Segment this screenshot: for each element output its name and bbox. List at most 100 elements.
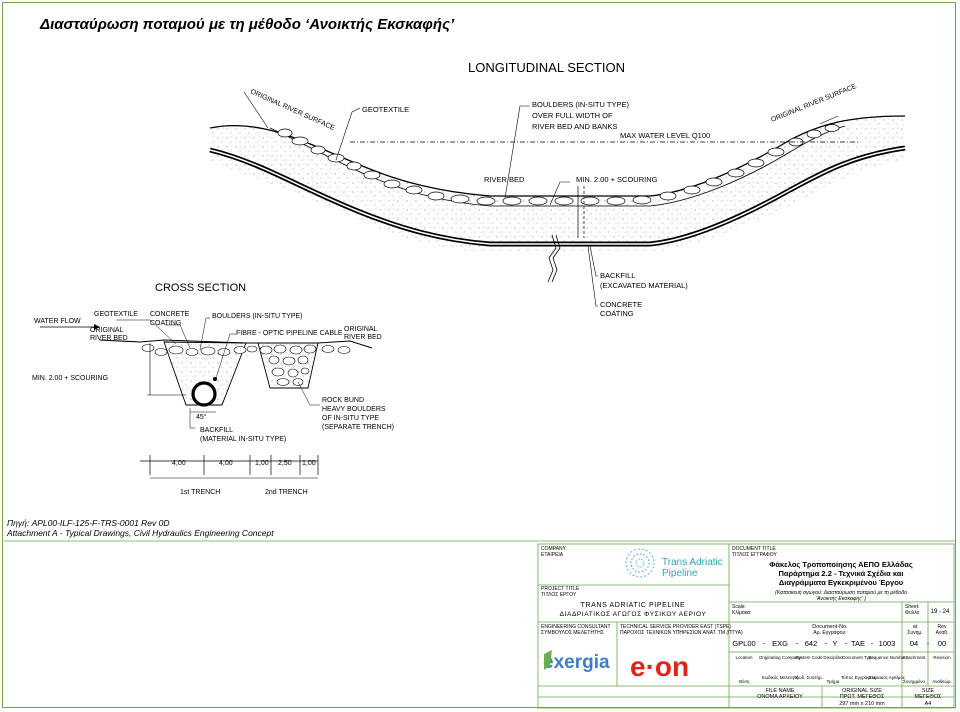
hdr-location: Location — [735, 655, 753, 660]
cross-heading: CROSS SECTION — [155, 282, 246, 294]
att-gr: Συνημ. — [907, 630, 922, 636]
hdr-sequence: Sequence Number — [868, 655, 906, 660]
min-scour-label: MIN. 2.00 + SCOURING — [576, 175, 658, 184]
cross-orig-right-1: ORIGINAL — [344, 326, 378, 333]
sheet-en: Sheet: — [905, 604, 919, 610]
project-label-en: PROJECT TITLE — [541, 586, 580, 592]
scale-gr: Κλίμακα: — [732, 610, 751, 616]
cross-geotextile-label: GEOTEXTILE — [94, 311, 138, 318]
cross-backfill-label-1: BACKFILL — [200, 427, 233, 434]
hdr-gr-system: Κωδ. Συστήμ. — [795, 674, 823, 680]
source-line-1: Πηγή: APL00-ILF-125-F-TRS-0001 Rev 0D — [7, 518, 170, 528]
doc-title-2: Παράρτημα 2.2 - Τεχνικά Σχέδια και — [779, 569, 904, 578]
project-title-1: TRANS ADRIATIC PIPELINE — [581, 602, 686, 609]
orig-size-en: ORIGINAL SIZE — [842, 688, 882, 694]
longitudinal-boulders — [277, 124, 840, 206]
river-bed-label: RIVER BED — [484, 175, 525, 184]
code-company: EXG — [772, 639, 788, 648]
fibre-cable-label: FIBRE - OPTIC PIPELINE CABLE — [236, 330, 343, 337]
sheet-gr: Φύλλο — [905, 609, 920, 616]
size-value: A4 — [925, 701, 932, 707]
cross-orig-left-1: ORIGINAL — [90, 327, 124, 334]
code-location: GPL00 — [732, 639, 755, 648]
boulders-label-3: RIVER BED AND BANKS — [532, 122, 617, 131]
dim-4: 2,50 — [278, 460, 292, 467]
rock-bund-label-1: ROCK BUND — [322, 397, 364, 404]
hdr-gr-location: Θέση — [739, 678, 750, 684]
code-sep-5: - — [871, 639, 874, 648]
hdr-gr-company: Κωδικός Μελετητή — [762, 674, 799, 680]
backfill-label-1: BACKFILL — [600, 271, 635, 280]
docno-en: Document-No. — [812, 624, 848, 630]
cross-orig-right-2: RIVER BED — [344, 334, 382, 341]
concrete-label-1: CONCRETE — [600, 300, 642, 309]
code-sep-3: - — [825, 639, 828, 648]
eng-consultant-en: ENGINEERING CONSULTANT — [541, 624, 611, 630]
hdr-company: Originating Company — [759, 655, 802, 660]
cross-concrete-label-2: COATING — [150, 320, 181, 327]
code-sep-2: - — [796, 639, 799, 648]
doc-title-1: Φάκελος Τροποποίησης ΑΕΠΟ Ελλάδας — [769, 560, 913, 569]
attachment-value: 04 — [910, 639, 918, 648]
dim-5: 1,00 — [302, 460, 316, 467]
code-system: 642 — [805, 639, 818, 648]
exergia-mark-icon — [544, 650, 552, 670]
hdr-attachment: Attachment — [903, 655, 927, 660]
boulders-label-1: BOULDERS (IN-SITU TYPE) — [532, 100, 629, 109]
rev-en: Rev — [938, 624, 947, 630]
cross-boulders-label: BOULDERS (IN-SITU TYPE) — [212, 313, 303, 320]
trench-1 — [163, 341, 247, 406]
doc-title-5: 'Ανοικτής Εκσκαφής' ) — [816, 595, 866, 602]
orig-size-gr: ΠΡΩΤ. ΜΕΓΕΘΟΣ — [840, 694, 885, 700]
water-flow-label: WATER FLOW — [34, 318, 81, 325]
dim-3: 1,00 — [255, 460, 269, 467]
backfill-label-2: (EXCAVATED MATERIAL) — [600, 281, 688, 290]
company-label-en: COMPANY — [541, 546, 567, 552]
code-discipline: Y — [832, 639, 837, 648]
doc-code-row: GPL00 - EXG - 642 - Y - TAE - 1003 04 - … — [732, 639, 946, 648]
docno-gr: Αρ. Εγγράφου: — [813, 629, 846, 636]
cross-pipe — [191, 381, 217, 407]
company-label-gr: ΕΤΑΙΡΕΙΑ — [541, 552, 564, 558]
doc-title-3: Διαγράμματα Εγκεκριμένου Έργου — [779, 578, 904, 587]
hdr-system: System Code — [795, 655, 823, 660]
size-en: SIZE — [922, 688, 935, 694]
rock-bund-label-3: OF IN-SITU TYPE — [322, 415, 379, 422]
orig-size-value: 297 mm x 210 mm — [839, 701, 885, 707]
project-title-2: ΔΙΑΔΡΙΑΤΙΚΟΣ ΑΓΩΓΟΣ ΦΥΣΙΚΟΥ ΑΕΡΙΟΥ — [560, 611, 707, 618]
cross-boulders — [141, 344, 351, 386]
scale-en: Scale: — [732, 604, 746, 610]
sheet-value: 19 - 24 — [931, 609, 950, 615]
code-sep-6: - — [927, 639, 930, 648]
code-sep-4: - — [845, 639, 848, 648]
code-sequence: 1003 — [879, 639, 896, 648]
size-gr: ΜΕΓΕΘΟΣ — [915, 694, 943, 700]
dim-1: 4,00 — [172, 460, 186, 467]
code-sep-1: - — [763, 639, 766, 648]
tap-name-1: Trans Adriatic — [662, 557, 723, 568]
geotextile-label: GEOTEXTILE — [362, 105, 409, 114]
tap-logo-icon — [625, 548, 655, 578]
doc-code-headers: Location Originating Company System Code… — [735, 655, 951, 684]
longitudinal-heading: LONGITUDINAL SECTION — [468, 60, 625, 75]
hdr-gr-sequence: Σειριακός Αριθμός — [869, 674, 906, 680]
hdr-gr-revision: Αναθεώρ. — [932, 678, 952, 684]
cross-orig-left-2: RIVER BED — [90, 335, 128, 342]
tech-provider-en: TECHNICAL SERVICE PROVIDER EAST (TSPE) — [620, 624, 731, 630]
source-line-2: Attachment A - Typical Drawings, Civil H… — [7, 528, 274, 538]
rev-gr: Αναθ. — [936, 630, 949, 636]
cross-concrete-label-1: CONCRETE — [150, 311, 190, 318]
eon-logo: e·on — [630, 651, 689, 682]
rock-bund-label-4: (SEPARATE TRENCH) — [322, 424, 394, 431]
concrete-label-2: COATING — [600, 309, 634, 318]
code-type: TAE — [851, 639, 865, 648]
rock-bund-label-2: HEAVY BOULDERS — [322, 406, 386, 413]
exergia-logo: exergia — [543, 652, 610, 673]
cross-backfill-label-2: (MATERIAL IN-SITU TYPE) — [200, 436, 286, 443]
hdr-gr-attachment: Συνημμένο — [903, 678, 925, 684]
hdr-gr-type: Τύπος Εγγράφου — [841, 674, 876, 680]
page-title: Διασταύρωση ποταμού με τη μέθοδο ‘Ανοικτ… — [40, 16, 455, 33]
